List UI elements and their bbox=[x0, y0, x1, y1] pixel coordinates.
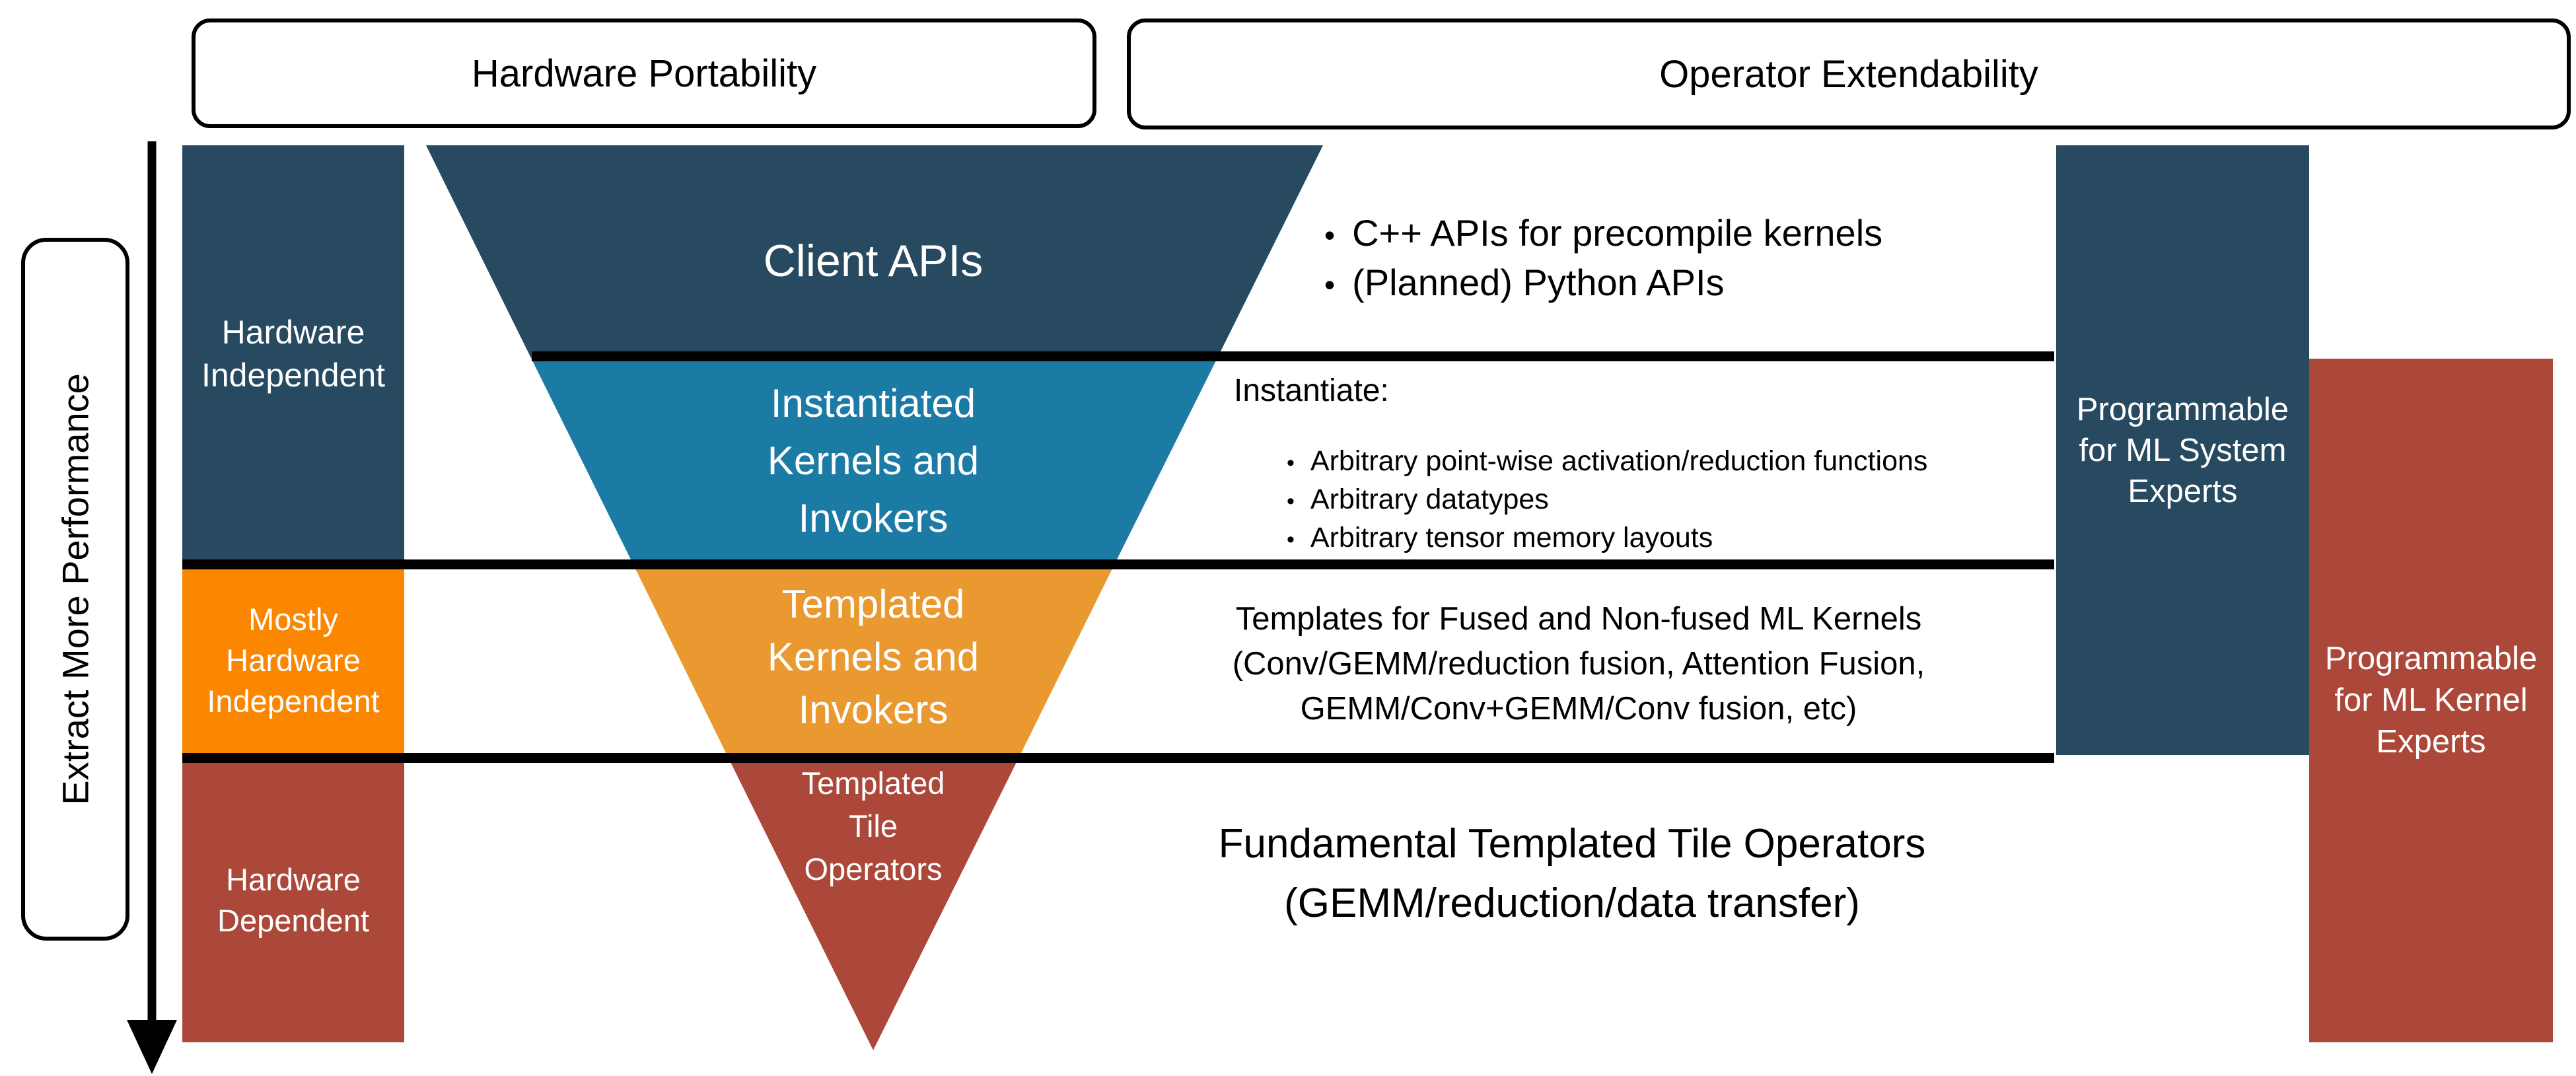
label-line: Templates for Fused and Non-fused ML Ker… bbox=[1235, 601, 1922, 637]
funnel-title-client-apis: Client APIs bbox=[642, 230, 1104, 293]
performance-arrow-head-icon bbox=[127, 1020, 177, 1074]
label-line: Hardware bbox=[226, 861, 361, 897]
label-line: Independent bbox=[201, 357, 386, 394]
separator-line-2 bbox=[182, 559, 2054, 569]
audience-box-ml-kernel-experts-label: Programmable for ML Kernel Experts bbox=[2325, 638, 2537, 763]
bullet-icon: • bbox=[1287, 489, 1295, 514]
label-line: Experts bbox=[2128, 473, 2238, 509]
bullet-icon: • bbox=[1324, 268, 1336, 302]
label-line: Kernels and bbox=[767, 439, 980, 483]
performance-axis-box: Extract More Performance bbox=[21, 238, 129, 941]
bullet-icon: • bbox=[1324, 218, 1336, 252]
label-line: Programmable bbox=[2324, 641, 2538, 676]
label-line: Hardware bbox=[226, 642, 361, 678]
funnel-title-templated-kernels: Templated Kernels and Invokers bbox=[708, 578, 1038, 736]
bullet-icon: • bbox=[1287, 527, 1295, 552]
bullet-text: Arbitrary tensor memory layouts bbox=[1310, 522, 1713, 554]
client-api-bullet-list: • C++ APIs for precompile kernels • (Pla… bbox=[1324, 209, 1882, 308]
funnel-title-instantiated-kernels: Instantiated Kernels and Invokers bbox=[642, 375, 1104, 547]
hardware-level-dependent-label: Hardware Dependent bbox=[217, 859, 369, 941]
label-line: for ML System bbox=[2079, 432, 2287, 468]
list-item: • Arbitrary tensor memory layouts bbox=[1287, 520, 1927, 558]
label-line: Templated bbox=[781, 582, 965, 626]
label-line: Independent bbox=[207, 683, 380, 719]
header-operator-extendability: Operator Extendability bbox=[1127, 18, 2571, 129]
label-line: Dependent bbox=[217, 902, 369, 938]
label-line: Operators bbox=[804, 851, 943, 886]
label-line: Invokers bbox=[798, 496, 948, 540]
bullet-text: Arbitrary datatypes bbox=[1310, 484, 1549, 515]
header-operator-extendability-label: Operator Extendability bbox=[1659, 52, 2038, 96]
funnel-shape-templated-tile-operators bbox=[730, 761, 1017, 1050]
label-line: for ML Kernel bbox=[2334, 682, 2528, 718]
templates-description: Templates for Fused and Non-fused ML Ker… bbox=[1116, 596, 2041, 731]
fundamental-description: Fundamental Templated Tile Operators (GE… bbox=[1096, 814, 2048, 933]
hardware-level-mostly-independent-label: Mostly Hardware Independent bbox=[207, 599, 379, 722]
label-line: Templated bbox=[801, 766, 945, 801]
label-line: (GEMM/reduction/data transfer) bbox=[1284, 880, 1860, 926]
label-line: Programmable bbox=[2076, 391, 2289, 427]
bullet-text: Arbitrary point-wise activation/reductio… bbox=[1310, 445, 1928, 477]
list-item: • Arbitrary point-wise activation/reduct… bbox=[1287, 443, 1927, 482]
label-line: Mostly bbox=[248, 601, 338, 637]
instantiate-bullet-list: • Arbitrary point-wise activation/reduct… bbox=[1287, 443, 1927, 558]
separator-line-3 bbox=[182, 753, 2054, 763]
hardware-level-independent: Hardware Independent bbox=[182, 145, 404, 563]
label-line: Experts bbox=[2376, 724, 2486, 760]
hardware-level-independent-label: Hardware Independent bbox=[201, 311, 385, 397]
label-line: GEMM/Conv+GEMM/Conv fusion, etc) bbox=[1300, 691, 1857, 727]
label-line: Kernels and bbox=[767, 635, 980, 679]
audience-box-ml-system-experts-label: Programmable for ML System Experts bbox=[2077, 389, 2289, 512]
list-item: • Arbitrary datatypes bbox=[1287, 482, 1927, 520]
label-line: Client APIs bbox=[763, 236, 984, 286]
label-line: Invokers bbox=[798, 688, 948, 732]
funnel-shape-templated-kernels bbox=[633, 563, 1115, 761]
hardware-level-dependent: Hardware Dependent bbox=[182, 758, 404, 1042]
separator-line-1 bbox=[532, 351, 2054, 361]
header-hardware-portability-label: Hardware Portability bbox=[471, 52, 817, 95]
hardware-level-mostly-independent: Mostly Hardware Independent bbox=[182, 563, 404, 758]
header-hardware-portability: Hardware Portability bbox=[192, 18, 1096, 128]
label-line: Hardware bbox=[221, 314, 365, 351]
bullet-text: C++ APIs for precompile kernels bbox=[1352, 212, 1883, 254]
funnel-title-templated-tile-operators: Templated Tile Operators bbox=[774, 762, 972, 890]
label-line: Instantiated bbox=[770, 381, 976, 425]
list-item: • (Planned) Python APIs bbox=[1324, 259, 1882, 308]
label-line: (Conv/GEMM/reduction fusion, Attention F… bbox=[1232, 646, 1925, 682]
list-item: • C++ APIs for precompile kernels bbox=[1324, 209, 1882, 259]
bullet-icon: • bbox=[1287, 450, 1295, 476]
funnel-shape-instantiated-kernels bbox=[530, 357, 1218, 563]
label-line: Fundamental Templated Tile Operators bbox=[1218, 821, 1926, 867]
label-line: Tile bbox=[849, 808, 898, 843]
instantiate-heading: Instantiate: bbox=[1234, 373, 1389, 408]
funnel-shape-client-apis bbox=[426, 145, 1323, 357]
audience-box-ml-system-experts: Programmable for ML System Experts bbox=[2056, 145, 2309, 755]
audience-box-ml-kernel-experts: Programmable for ML Kernel Experts bbox=[2309, 359, 2553, 1042]
bullet-text: (Planned) Python APIs bbox=[1352, 262, 1725, 303]
